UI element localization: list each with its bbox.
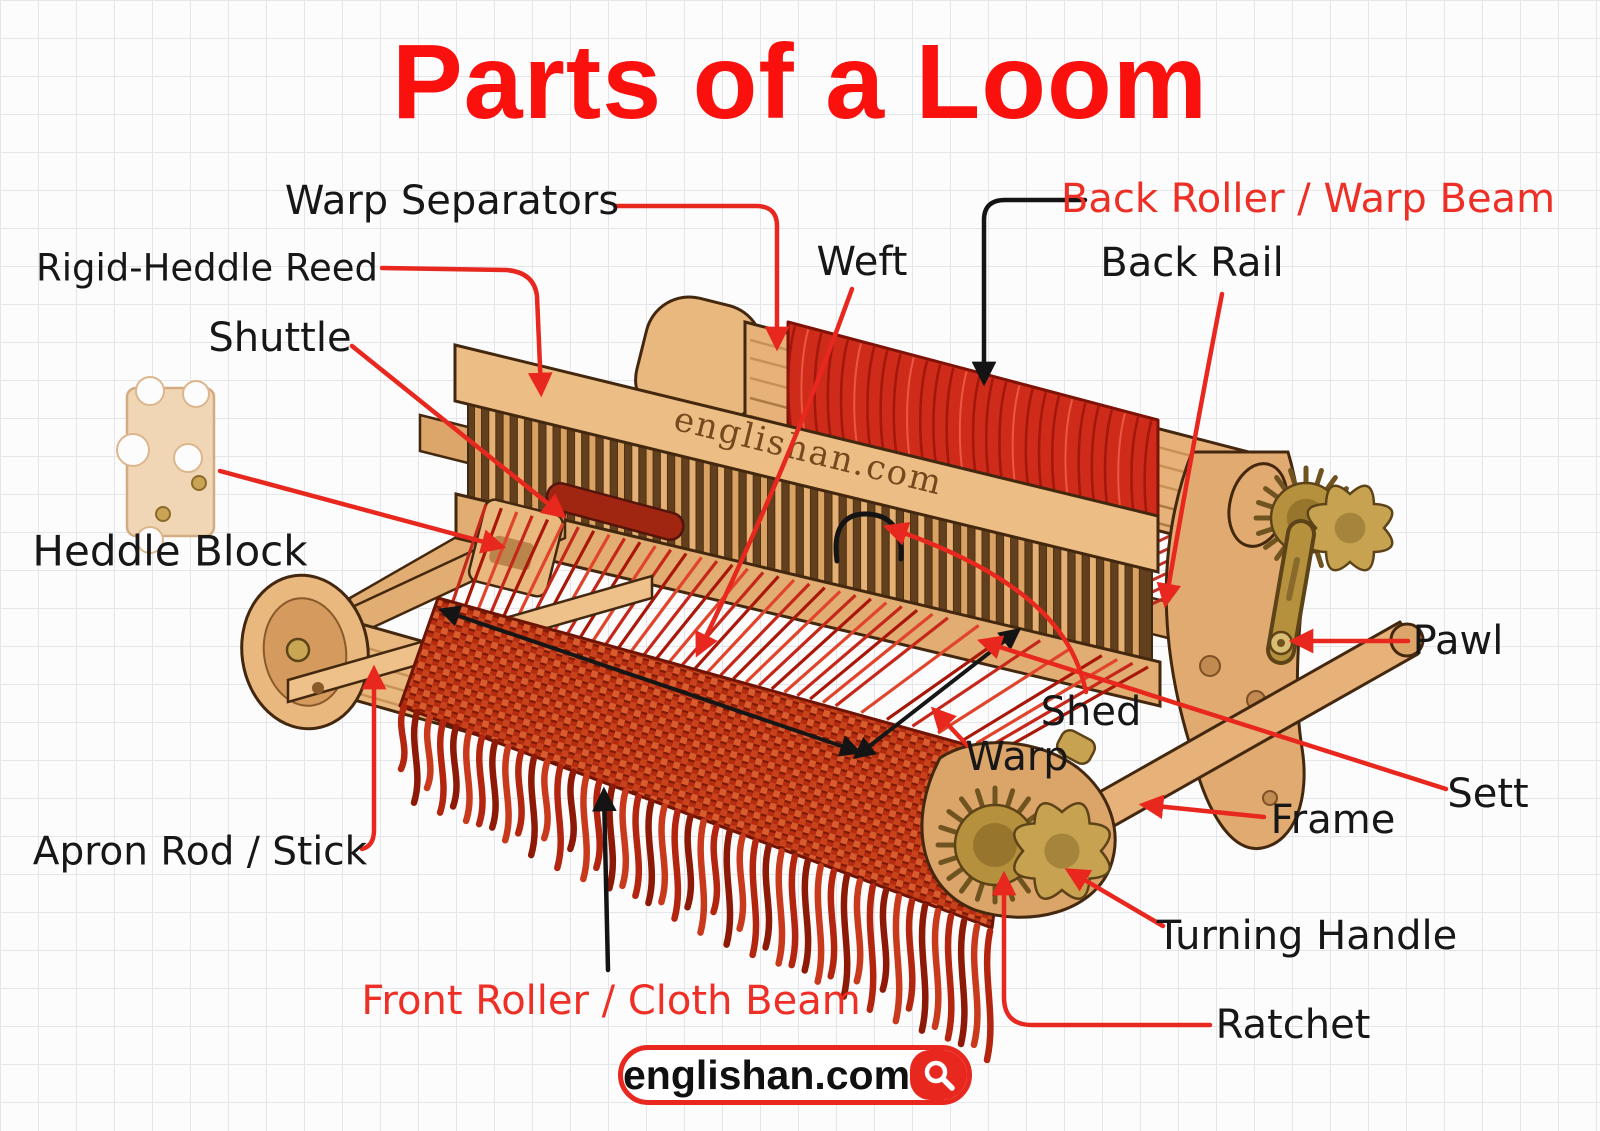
connector-apron-rod [359,664,387,852]
connector-back-rail [1156,291,1225,609]
reed-teeth [474,401,1140,668]
connector-ratchet [991,870,1213,1028]
connector-rigid-heddle-reed [379,265,553,398]
ratchet-gear-front [935,785,1111,905]
reed-top-rail [453,343,1160,574]
connector-sett [976,635,1449,792]
connector-frame [1138,794,1267,820]
search-icon [924,1060,955,1091]
label-back-roller-warp-beam: Back Roller / Warp Beam [1060,176,1556,222]
pawl-slot [1286,557,1300,601]
sett-measure-line [437,605,863,757]
label-weft: Weft [816,239,908,285]
label-apron-rod-stick: Apron Rod / Stick [32,829,368,875]
frame-hole [1199,655,1221,677]
connector-warp-separators [613,203,790,352]
label-pawl: Pawl [1412,618,1504,664]
disc-axle [285,637,311,663]
connector-weft [695,286,855,658]
label-warp-separators: Warp Separators [284,178,620,224]
connector-front-roller [592,786,617,973]
site-badge: englishan.com [618,1045,972,1105]
connector-turning-handle [1064,868,1166,929]
label-turning-handle: Turning Handle [1156,913,1458,959]
label-shuttle: Shuttle [208,315,352,361]
connector-heddle-block [217,468,507,554]
cloth-fringe [397,703,994,1064]
label-warp: Warp [965,734,1069,780]
page-title: Parts of a Loom [391,23,1208,141]
apron-rod-pin [312,682,324,694]
label-ratchet: Ratchet [1215,1002,1371,1048]
pawl-pivot-pin [1277,639,1285,647]
label-rigid-heddle-reed: Rigid-Heddle Reed [35,246,379,290]
frame-hole [1262,790,1278,806]
label-frame: Frame [1270,797,1396,843]
heddle-block-inset [116,376,216,554]
label-heddle-block: Heddle Block [32,526,308,576]
handle-tab [1055,728,1097,766]
label-front-roller-cloth-beam: Front Roller / Cloth Beam [361,978,861,1024]
site-badge-cap [910,1050,967,1100]
label-sett: Sett [1447,771,1529,817]
connector-shuttle [349,343,567,519]
connector-warp [930,706,971,749]
shuttle-stick [545,482,685,542]
label-back-rail: Back Rail [1100,240,1284,286]
label-shed: Shed [1040,689,1142,735]
site-badge-text: englishan.com [623,1051,911,1098]
connector-back-roller [971,197,1088,387]
